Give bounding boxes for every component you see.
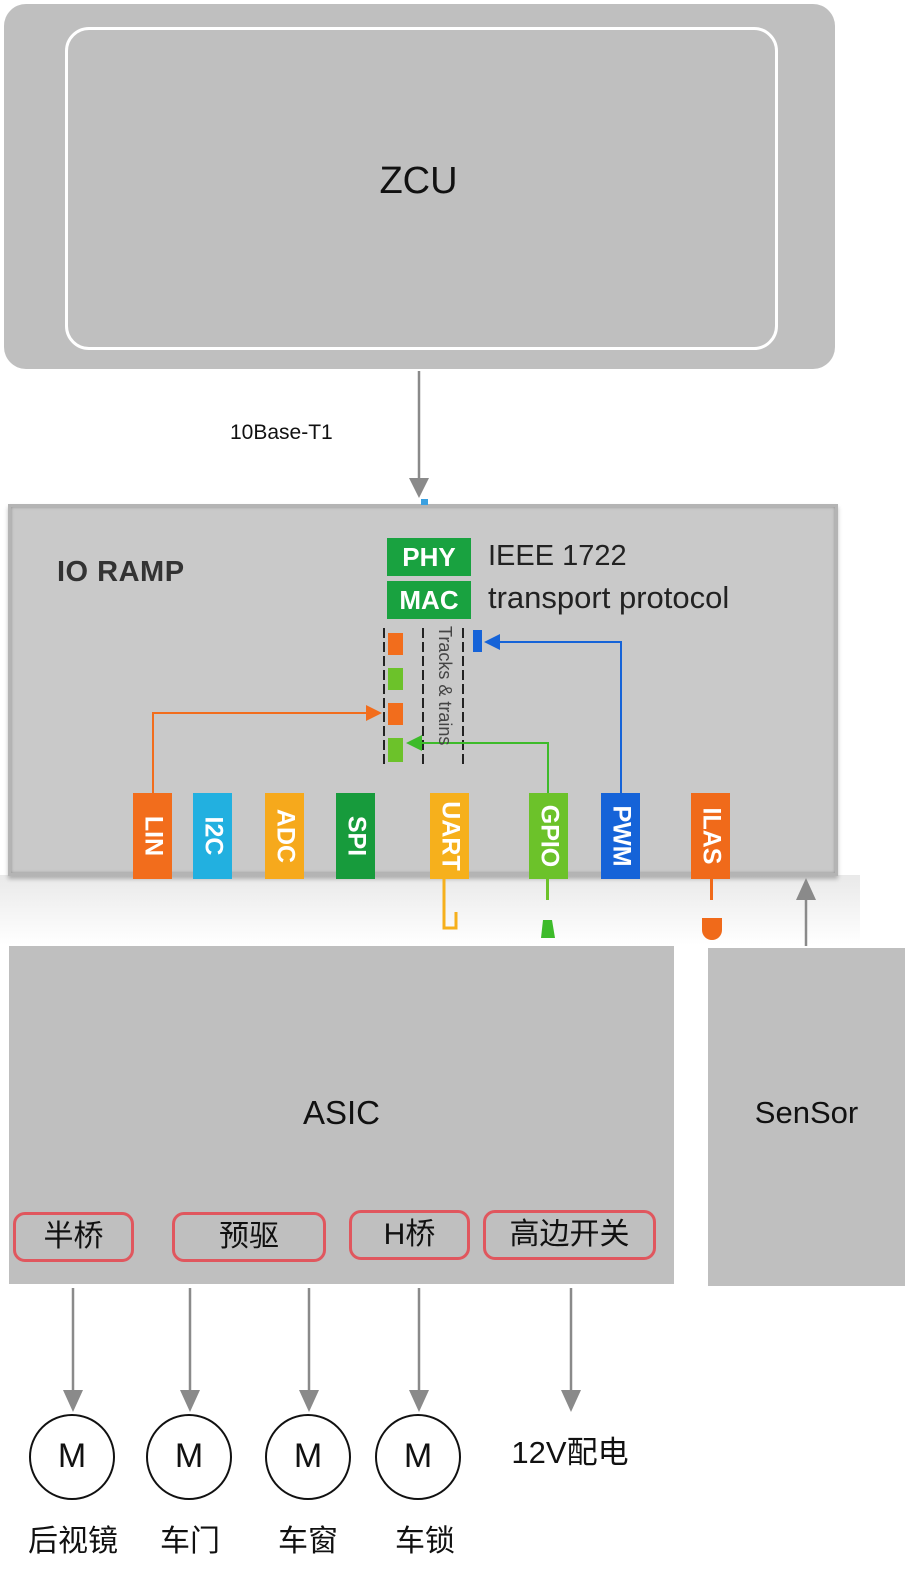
pin-spi-label: SPI: [342, 815, 370, 857]
asic-box: [9, 946, 674, 1284]
pre-driver-block: 预驱: [172, 1212, 326, 1262]
zcu-inner-frame: [65, 27, 778, 350]
protocol-label: transport protocol: [488, 580, 730, 615]
zcu-label: ZCU: [379, 160, 458, 202]
pin-gpio: GPIO: [529, 793, 568, 879]
motor-door-label: 车门: [160, 1525, 220, 1558]
power-label: 12V配电: [511, 1435, 629, 1470]
zcu-box: [4, 4, 835, 369]
lin-signal-path: [152, 712, 370, 793]
sensor-label: SenSor: [754, 1095, 859, 1130]
motor-window-label: 车窗: [278, 1525, 338, 1558]
pin-i2c-label: I2C: [199, 816, 227, 856]
h-bridge-block: H桥: [349, 1210, 470, 1260]
zcu-link-arrowhead: [409, 478, 429, 498]
pwm-slot: [473, 630, 482, 652]
motor-mirror-label: 后视镜: [28, 1525, 118, 1558]
pin-ilas: ILAS: [691, 793, 730, 879]
pin-pwm-label: PWM: [607, 805, 635, 867]
gpio-signal-path: [418, 742, 549, 793]
gpio-stub: [541, 920, 555, 938]
track-slot-1: [388, 633, 403, 655]
sensor-box: [708, 948, 905, 1286]
motor-lock-label: 车锁: [395, 1525, 455, 1558]
half-bridge-block: 半桥: [13, 1212, 134, 1262]
asic-label: ASIC: [302, 1094, 381, 1131]
pwm-signal-path: [496, 641, 622, 793]
phy-tag: PHY: [387, 538, 471, 576]
sensor-arrowhead: [796, 878, 816, 900]
pin-uart-label: UART: [436, 801, 464, 871]
motor-mirror: M: [29, 1414, 115, 1500]
motor-door: M: [146, 1414, 232, 1500]
motor-window: M: [265, 1414, 351, 1500]
pin-ilas-label: ILAS: [697, 807, 725, 865]
pin-lin: LIN: [133, 793, 172, 879]
motor-lock: M: [375, 1414, 461, 1500]
pin-pwm: PWM: [601, 793, 640, 879]
standard-label: IEEE 1722: [488, 540, 627, 572]
gpio-arrowhead: [406, 735, 422, 751]
ilas-stub-line: [710, 878, 713, 900]
pwm-arrowhead: [484, 634, 500, 650]
mac-tag: MAC: [387, 581, 471, 619]
track-slot-2: [388, 668, 403, 690]
uart-stub: [442, 878, 458, 930]
pin-adc: ADC: [265, 793, 304, 879]
pin-lin-label: LIN: [139, 815, 167, 857]
pin-i2c: I2C: [193, 793, 232, 879]
ilas-stub: [702, 918, 722, 940]
pin-gpio-label: GPIO: [535, 804, 563, 868]
tracks-label: Tracks & trains: [435, 626, 455, 746]
link-label: 10Base-T1: [230, 421, 333, 444]
high-side-switch-block: 高边开关: [483, 1210, 656, 1260]
io-ramp-title: IO RAMP: [57, 556, 185, 588]
pin-adc-label: ADC: [271, 808, 299, 864]
track-slot-4: [388, 738, 403, 762]
track-slot-3: [388, 703, 403, 725]
gpio-stub-line: [546, 878, 549, 900]
link-port: [421, 499, 428, 505]
pin-spi: SPI: [336, 793, 375, 879]
lin-arrowhead: [366, 705, 382, 721]
pin-uart: UART: [430, 793, 469, 879]
